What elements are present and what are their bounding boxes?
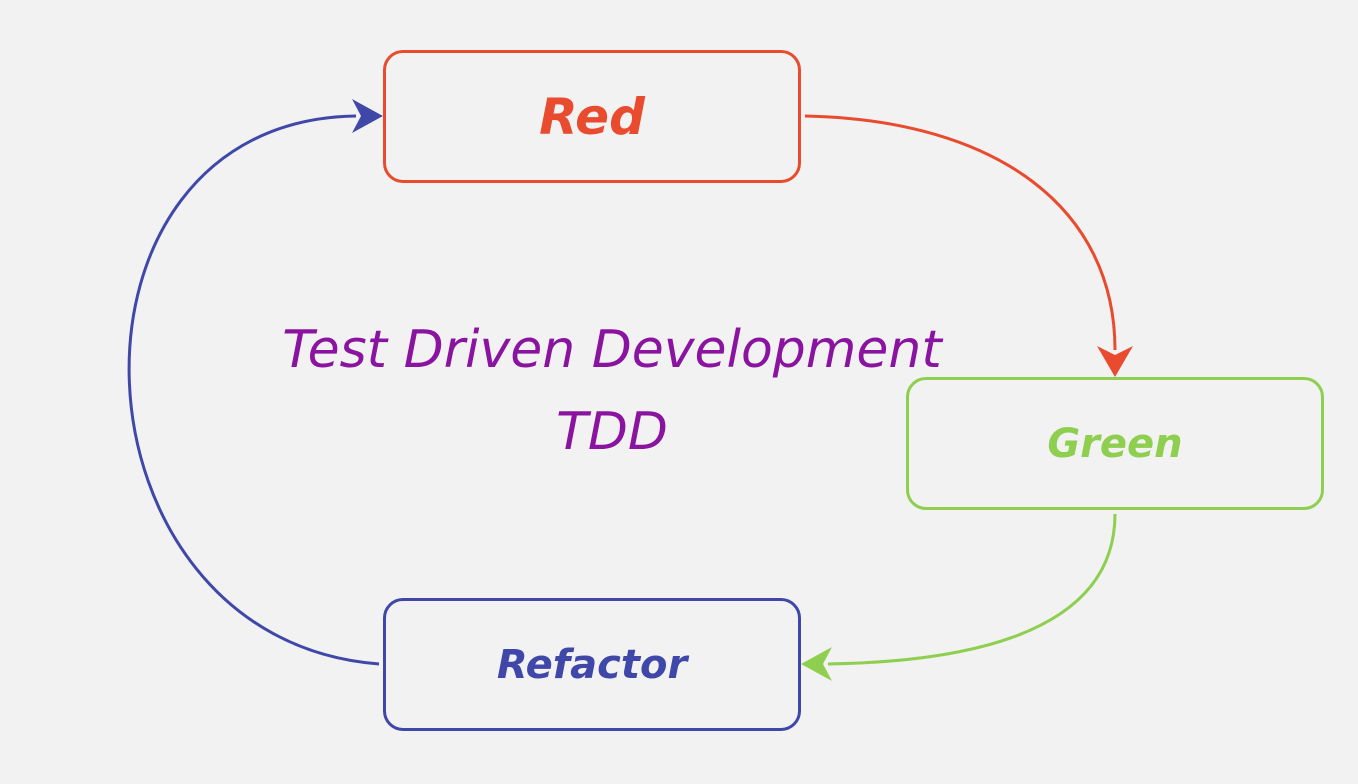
node-refactor: Refactor [383, 598, 801, 731]
arrowhead-red-to-green [1097, 346, 1133, 377]
arrowhead-green-to-refactor [801, 647, 832, 681]
diagram-title: Test Driven Development [282, 320, 942, 380]
arrow-green-to-refactor [827, 513, 1117, 666]
arrow-refactor-to-red [127, 114, 380, 666]
node-green: Green [906, 377, 1324, 510]
diagram-subtitle: TDD [556, 402, 668, 462]
node-red: Red [383, 50, 801, 183]
arrow-red-to-green [804, 114, 1117, 351]
arrowhead-refactor-to-red [352, 99, 383, 133]
